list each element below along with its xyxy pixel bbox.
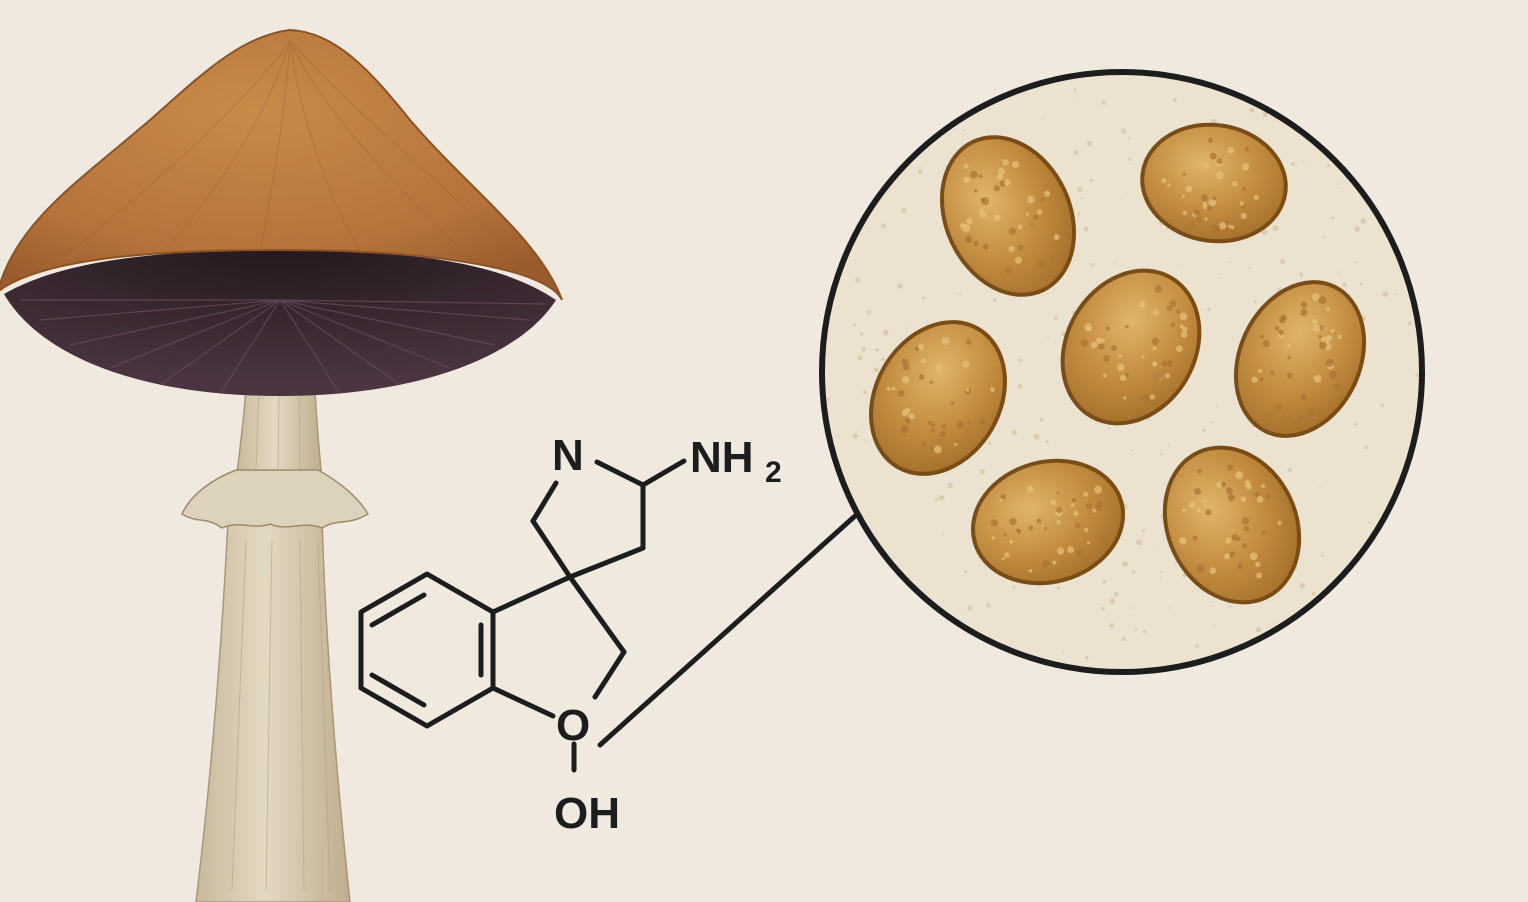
nitrogen-label: N [552, 431, 584, 480]
micrograph [822, 72, 1422, 672]
mushroom [0, 30, 562, 902]
hydroxyl-label: OH [554, 789, 620, 838]
mushroom-stem [196, 520, 350, 902]
molecule-structure [361, 461, 684, 770]
mushroom-gills [4, 250, 556, 396]
amine-label: NH [690, 433, 754, 482]
mushroom-ring [182, 470, 368, 528]
benzene-ring [361, 574, 493, 726]
oxygen-label: O [556, 701, 590, 750]
amine-subscript: 2 [765, 456, 782, 489]
